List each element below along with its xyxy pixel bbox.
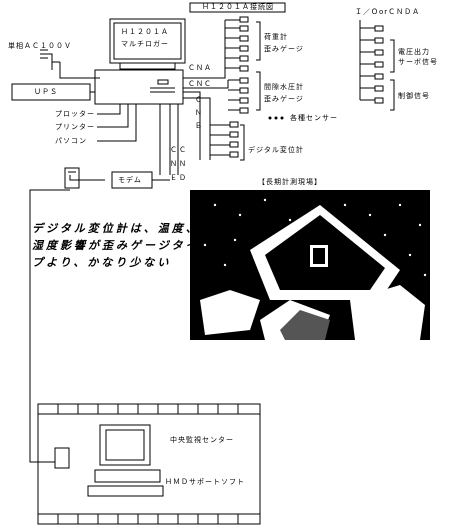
software-name: ＨＭＤサポートソフト bbox=[165, 478, 245, 486]
port-cd-c: Ｃ bbox=[179, 146, 187, 154]
modem-label: モデム bbox=[118, 176, 142, 184]
port-cnb-n: Ｎ bbox=[195, 109, 203, 117]
digital-gauge-label: デジタル変位計 bbox=[248, 146, 304, 154]
control-signal-label: 制御信号 bbox=[398, 92, 430, 100]
computer-monitor bbox=[99, 424, 151, 466]
logger-unit bbox=[94, 69, 184, 105]
servo-signal-label: サーボ信号 bbox=[398, 58, 438, 66]
title-frame bbox=[189, 2, 286, 13]
connector-row-b bbox=[229, 121, 239, 158]
pc-label: パソコン bbox=[55, 137, 87, 145]
pore-sensor-label: 間隙水圧計 bbox=[264, 83, 304, 91]
port-cd-n: Ｎ bbox=[179, 160, 187, 168]
connector-row-io bbox=[374, 25, 384, 104]
diagram-title: Ｈ１２０１Ａ接続図 bbox=[202, 3, 274, 11]
logger-model: Ｈ１２０１Ａ bbox=[121, 28, 169, 36]
port-ce-n: Ｎ bbox=[170, 160, 178, 168]
center-name: 中央監視センター bbox=[170, 436, 234, 444]
plotter-label: プロッター bbox=[55, 110, 95, 118]
printer-label: プリンター bbox=[55, 123, 95, 131]
logger-name: マルチロガー bbox=[121, 40, 169, 48]
site-photo bbox=[190, 190, 430, 340]
center-frame bbox=[37, 403, 261, 525]
port-cd-d: Ｄ bbox=[179, 174, 187, 182]
photo-caption: 【長期計測現場】 bbox=[258, 178, 322, 186]
port-cnb-b: Ｂ bbox=[195, 122, 203, 130]
port-ce-c: Ｃ bbox=[170, 146, 178, 154]
connector-row-c bbox=[239, 77, 249, 114]
port-ce-e: Ｅ bbox=[170, 174, 178, 182]
various-sensors-label: 各種センサー bbox=[290, 114, 338, 122]
phone-icon-center bbox=[54, 447, 70, 469]
note-text: デジタル変位計は、温度、湿度影響が歪みゲージタイプより、かなり少ない bbox=[32, 222, 200, 269]
io-header: Ｉ／ＯorＣＮＤＡ bbox=[355, 8, 421, 16]
power-label: 単相ＡＣ１００Ｖ bbox=[8, 42, 72, 50]
load-sensor-label: 荷重計 bbox=[264, 33, 288, 41]
ups-label: ＵＰＳ bbox=[34, 88, 58, 96]
port-cna: ＣＮＡ bbox=[188, 64, 212, 72]
voltage-output-label: 電圧出力 bbox=[398, 48, 430, 56]
pore-gauge-label: 歪みゲージ bbox=[264, 95, 304, 103]
phone-icon bbox=[64, 167, 80, 189]
center-frame-ticks bbox=[57, 404, 239, 524]
port-cnc: ＣＮＣ bbox=[188, 80, 212, 88]
load-gauge-label: 歪みゲージ bbox=[264, 45, 304, 53]
connector-row-a bbox=[239, 16, 249, 72]
port-cnb-c: Ｃ bbox=[195, 96, 203, 104]
